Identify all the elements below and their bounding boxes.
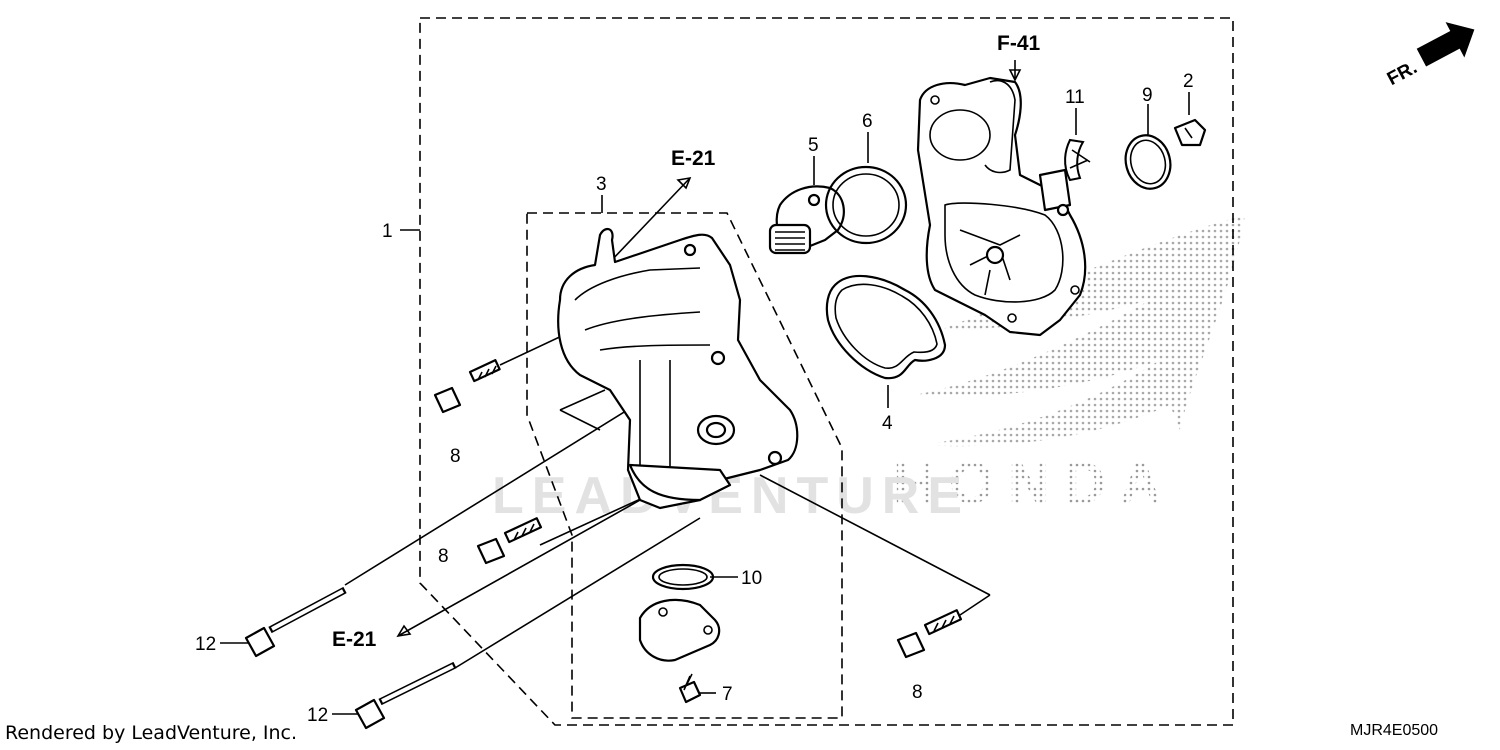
footer-credit: Rendered by LeadVenture, Inc. (5, 722, 297, 744)
callout-6: 6 (862, 111, 873, 132)
callout-10: 10 (741, 568, 762, 589)
ref-e21-bottom: E-21 (332, 628, 377, 651)
diagram-code: MJR4E0500 (1350, 722, 1438, 739)
water-pump-body (916, 76, 1087, 337)
honda-wing-watermark (915, 215, 1245, 447)
callout-12-upper: 12 (195, 634, 216, 655)
assembly-boundary (419, 17, 1234, 726)
ref-e21-top: E-21 (671, 147, 716, 170)
honda-watermark-text: HONDA (893, 451, 1176, 516)
cover-o-ring (651, 563, 715, 591)
thermostat-o-ring (824, 165, 908, 245)
callout-12-lower: 12 (307, 705, 328, 726)
callout-9: 9 (1142, 85, 1153, 106)
clamp (1173, 118, 1207, 147)
flange-bolt-upper (433, 359, 501, 414)
callout-5: 5 (808, 135, 819, 156)
callout-4: 4 (882, 413, 893, 434)
housing-gasket (825, 274, 947, 380)
thermostat-housing (557, 227, 799, 510)
long-bolt-lower (354, 661, 457, 730)
front-arrow-icon (1416, 22, 1475, 67)
sub-assembly-boundary (526, 212, 843, 719)
callout-1: 1 (382, 221, 393, 242)
callout-11: 11 (1065, 87, 1085, 108)
flange-bolt-middle (476, 517, 543, 565)
ref-f41: F-41 (997, 32, 1041, 55)
callout-8-middle: 8 (438, 546, 449, 567)
thermostat (768, 185, 845, 255)
front-indicator-label: FR. (1384, 57, 1421, 90)
callout-8-upper: 8 (450, 446, 461, 467)
callout-2: 2 (1183, 71, 1194, 92)
callout-7: 7 (722, 684, 733, 705)
flange-bolt-right (896, 609, 963, 659)
retaining-clip (1064, 138, 1091, 182)
cover-plate (638, 598, 721, 662)
callout-8-right: 8 (912, 682, 923, 703)
long-bolt-upper (244, 586, 347, 658)
callout-3: 3 (596, 174, 607, 195)
drain-bolt (678, 673, 702, 704)
o-ring-small (1124, 134, 1172, 190)
